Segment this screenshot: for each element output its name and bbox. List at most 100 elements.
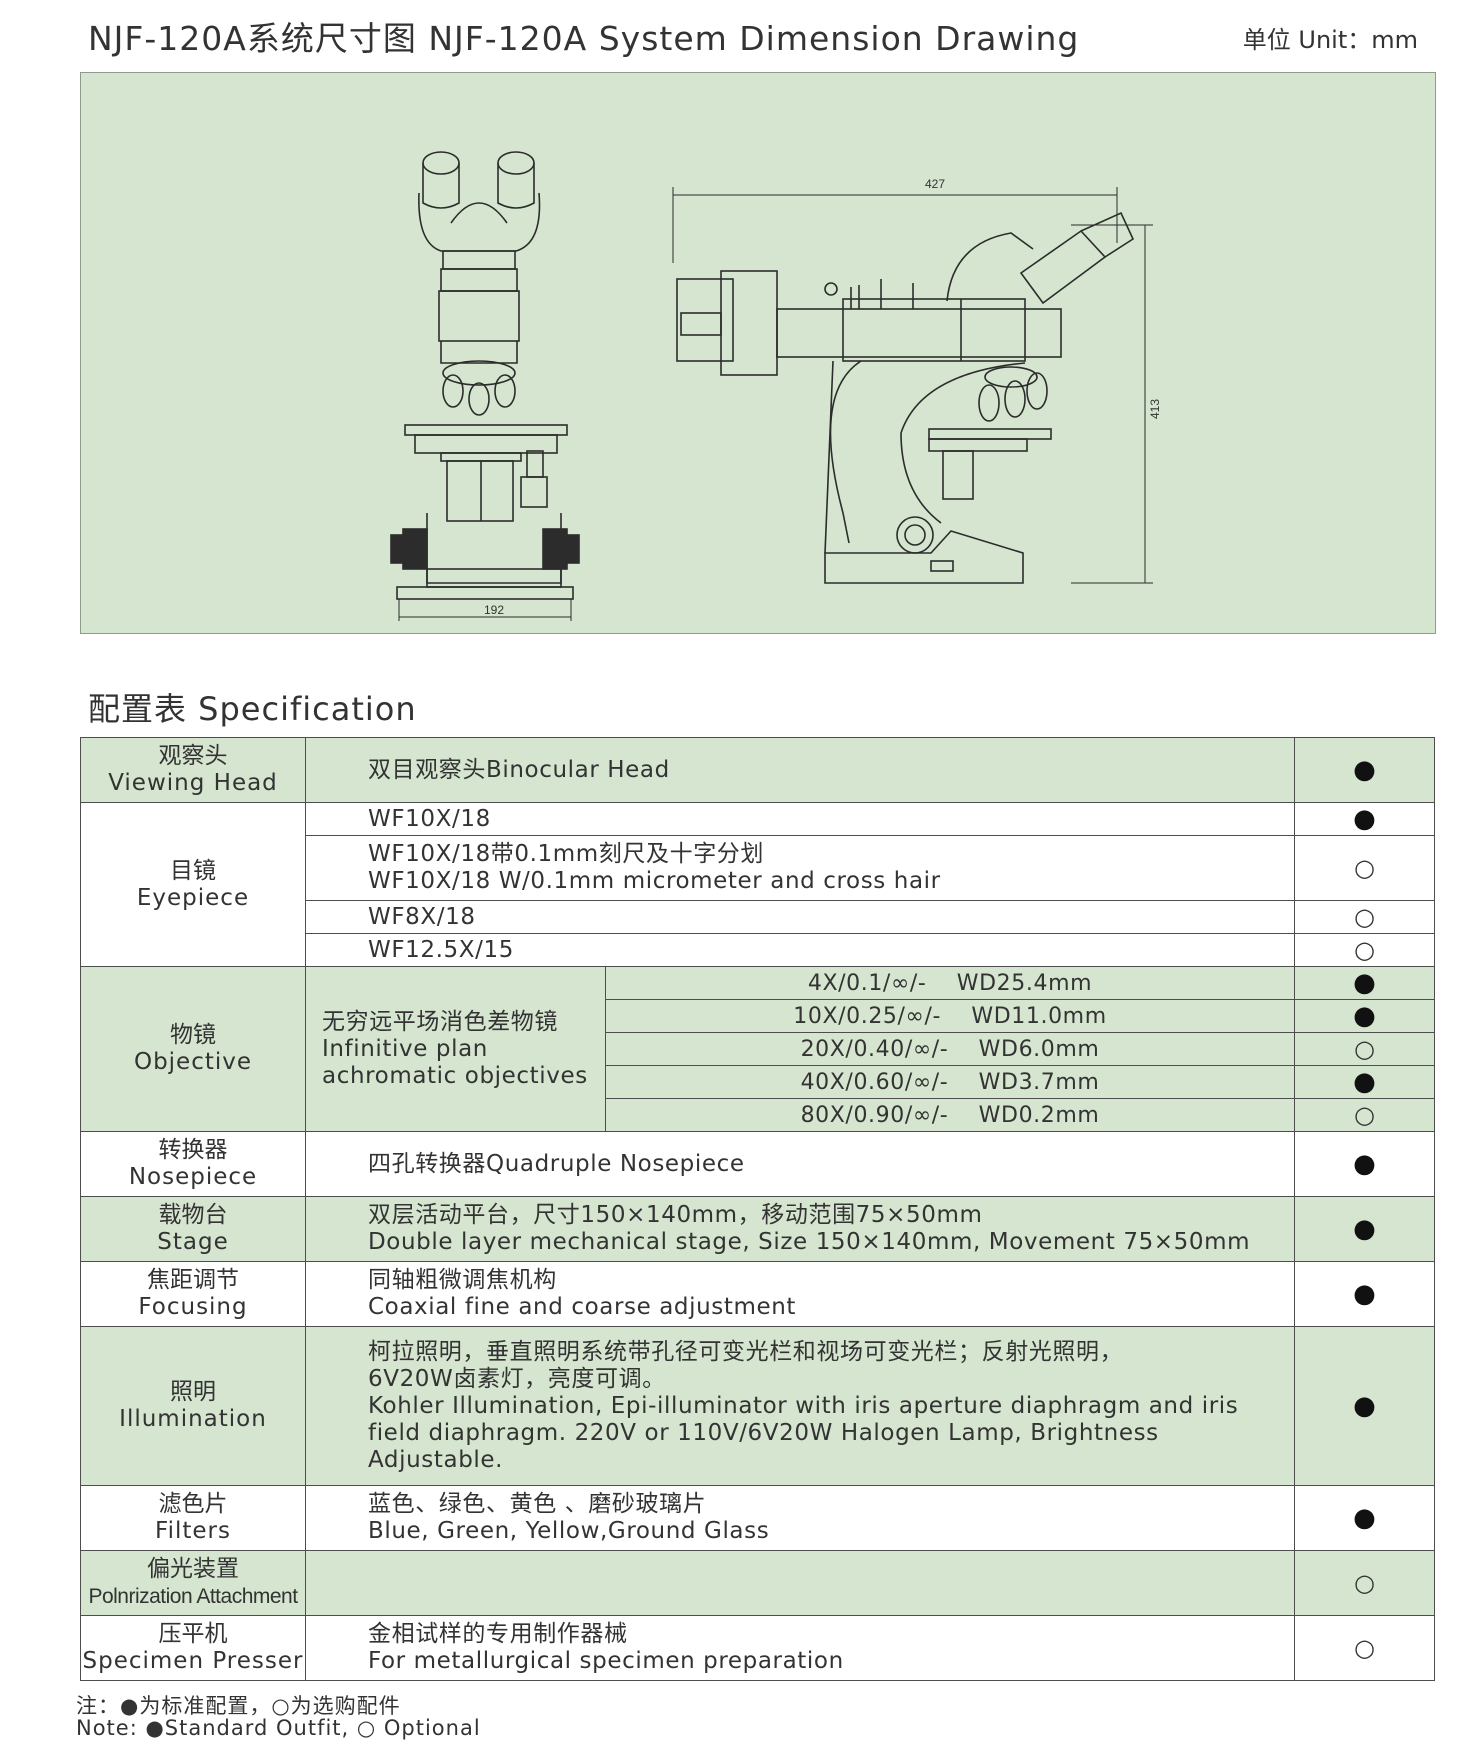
table-row: WF10X/18带0.1mm刻尺及十字分划 WF10X/18 W/0.1mm m…: [81, 835, 1435, 901]
optional-mark-glyph: ○: [1354, 936, 1375, 964]
category-cell: 物镜 Objective: [80, 966, 306, 1132]
table-row: 10X/0.25/∞/- WD11.0mm ●: [81, 999, 1435, 1033]
objective-spec: 10X/0.25/∞/- WD11.0mm: [605, 999, 1295, 1033]
optional-mark: ○: [1294, 1615, 1435, 1681]
front-width-dimension: 192: [484, 603, 504, 617]
standard-mark: ●: [1294, 802, 1435, 836]
optional-mark-glyph: ○: [1354, 903, 1375, 931]
eyepiece-option: WF8X/18: [305, 900, 1295, 934]
category-cell: 偏光装置 Polnrization Attachment: [80, 1550, 306, 1616]
objective-spec: 4X/0.1/∞/- WD25.4mm: [605, 966, 1295, 1000]
optional-mark-glyph: ○: [1354, 1035, 1375, 1063]
description-line: field diaphragm. 220V or 110V/6V20W Halo…: [368, 1419, 1159, 1473]
optional-mark-glyph: ○: [1354, 1569, 1375, 1597]
side-view-microscope: [672, 187, 1153, 584]
description-cell: 蓝色、绿色、黄色 、磨砂玻璃片 Blue, Green, Yellow,Grou…: [305, 1485, 1295, 1551]
standard-mark: ●: [1294, 999, 1435, 1033]
description-line: Coaxial fine and coarse adjustment: [368, 1294, 797, 1320]
description-line: 双层活动平台，尺寸150×140mm，移动范围75×50mm: [368, 1202, 983, 1228]
description-line: Blue, Green, Yellow,Ground Glass: [368, 1518, 770, 1544]
spec-title: 配置表 Specification: [88, 690, 417, 728]
standard-mark: ●: [1294, 966, 1435, 1000]
objective-description: 无穷远平场消色差物镜 Infinitive plan achromatic ob…: [305, 966, 606, 1132]
category-cell: 照明 Illumination: [80, 1326, 306, 1486]
category-en: Focusing: [138, 1294, 248, 1320]
description-line: 金相试样的专用制作器械: [368, 1621, 628, 1647]
category-cell: 目镜 Eyepiece: [80, 802, 306, 967]
description-line: 四孔转换器Quadruple Nosepiece: [368, 1150, 745, 1177]
category-cn: 滤色片: [158, 1491, 228, 1517]
note-cn: 注：●为标准配置，○为选购配件: [76, 1694, 401, 1718]
category-en: Specimen Presser: [82, 1648, 304, 1674]
eyepiece-option: WF12.5X/15: [305, 933, 1295, 967]
category-en: Stage: [157, 1229, 229, 1255]
category-en: Filters: [155, 1518, 231, 1544]
description-line: 蓝色、绿色、黄色 、磨砂玻璃片: [368, 1491, 707, 1517]
objective-spec: 40X/0.60/∞/- WD3.7mm: [605, 1065, 1295, 1099]
standard-mark: ●: [1294, 1131, 1435, 1197]
category-cn: 焦距调节: [147, 1267, 239, 1293]
table-row: 20X/0.40/∞/- WD6.0mm ○: [81, 1032, 1435, 1066]
optional-mark-glyph: ○: [1354, 1101, 1375, 1129]
microscope-line-drawing: 192 427 413: [390, 151, 1162, 621]
table-row: 转换器 Nosepiece 四孔转换器Quadruple Nosepiece ●: [80, 1131, 1435, 1197]
description-line: 无穷远平场消色差物镜: [322, 1008, 558, 1035]
unit-label: 单位 Unit：mm: [1242, 26, 1418, 54]
table-row: 压平机 Specimen Presser 金相试样的专用制作器械 For met…: [80, 1615, 1435, 1681]
optional-mark-glyph: ○: [1354, 1634, 1375, 1662]
category-cell: 观察头 Viewing Head: [80, 737, 306, 803]
description-line: 6V20W卤素灯，亮度可调。: [368, 1365, 666, 1392]
category-en: Nosepiece: [128, 1164, 258, 1190]
description-cell: 四孔转换器Quadruple Nosepiece: [305, 1131, 1295, 1197]
table-row: 偏光装置 Polnrization Attachment ○: [80, 1550, 1435, 1616]
description-line: WF10X/18: [368, 805, 491, 832]
table-row: 载物台 Stage 双层活动平台，尺寸150×140mm，移动范围75×50mm…: [80, 1196, 1435, 1262]
description-cell: 同轴粗微调焦机构 Coaxial fine and coarse adjustm…: [305, 1261, 1295, 1327]
objective-spec: 80X/0.90/∞/- WD0.2mm: [605, 1098, 1295, 1132]
table-row: 40X/0.60/∞/- WD3.7mm ●: [81, 1065, 1435, 1099]
category-cn: 照明: [170, 1379, 216, 1405]
table-row: WF8X/18 ○: [81, 900, 1435, 934]
description-line: Kohler Illumination, Epi-illuminator wit…: [368, 1392, 1239, 1419]
description-line: Double layer mechanical stage, Size 150×…: [368, 1229, 1251, 1255]
category-cell: 焦距调节 Focusing: [80, 1261, 306, 1327]
description-line: 柯拉照明，垂直照明系统带孔径可变光栏和视场可变光栏；反射光照明，: [368, 1338, 1124, 1365]
table-row: 照明 Illumination 柯拉照明，垂直照明系统带孔径可变光栏和视场可变光…: [80, 1326, 1435, 1486]
description-line: For metallurgical specimen preparation: [368, 1648, 844, 1674]
category-en: Viewing Head: [108, 770, 278, 796]
standard-mark: ●: [1294, 1065, 1435, 1099]
category-cn: 转换器: [158, 1137, 228, 1163]
optional-mark: ○: [1294, 1550, 1435, 1616]
category-en: Objective: [133, 1049, 253, 1075]
spec-table: 观察头 Viewing Head 双目观察头Binocular Head ● 目…: [80, 737, 1435, 1681]
description-line: WF8X/18: [368, 903, 476, 930]
category-cell: 滤色片 Filters: [80, 1485, 306, 1551]
page-title: NJF-120A系统尺寸图 NJF-120A System Dimension …: [88, 19, 1080, 58]
category-cn: 物镜: [170, 1022, 216, 1048]
table-row: 滤色片 Filters 蓝色、绿色、黄色 、磨砂玻璃片 Blue, Green,…: [80, 1485, 1435, 1551]
description-line: 双目观察头Binocular Head: [368, 756, 670, 783]
front-view-microscope: [390, 151, 580, 621]
category-en: Illumination: [119, 1406, 267, 1432]
description-line: WF10X/18带0.1mm刻尺及十字分划: [368, 841, 764, 867]
description-cell: 金相试样的专用制作器械 For metallurgical specimen p…: [305, 1615, 1295, 1681]
table-row: 80X/0.90/∞/- WD0.2mm ○: [81, 1098, 1435, 1132]
category-en: Eyepiece: [136, 884, 250, 911]
side-height-dimension: 413: [1148, 399, 1162, 419]
category-cn: 观察头: [158, 743, 228, 769]
optional-mark-glyph: ○: [1354, 854, 1375, 882]
description-line: WF12.5X/15: [368, 936, 514, 963]
table-row: 焦距调节 Focusing 同轴粗微调焦机构 Coaxial fine and …: [80, 1261, 1435, 1327]
description-cell: 双目观察头Binocular Head: [305, 737, 1295, 803]
eyepiece-option: WF10X/18: [305, 802, 1295, 836]
category-en: Polnrization Attachment: [88, 1585, 298, 1608]
category-cell: 转换器 Nosepiece: [80, 1131, 306, 1197]
category-cn: 偏光装置: [147, 1556, 239, 1582]
optional-mark: ○: [1294, 1098, 1435, 1132]
optional-mark: ○: [1294, 835, 1435, 901]
objective-spec: 20X/0.40/∞/- WD6.0mm: [605, 1032, 1295, 1066]
optional-mark: ○: [1294, 900, 1435, 934]
table-row: WF12.5X/15 ○: [81, 933, 1435, 967]
category-cn: 压平机: [158, 1621, 228, 1647]
dimension-drawing: 192 427 413: [80, 72, 1436, 634]
